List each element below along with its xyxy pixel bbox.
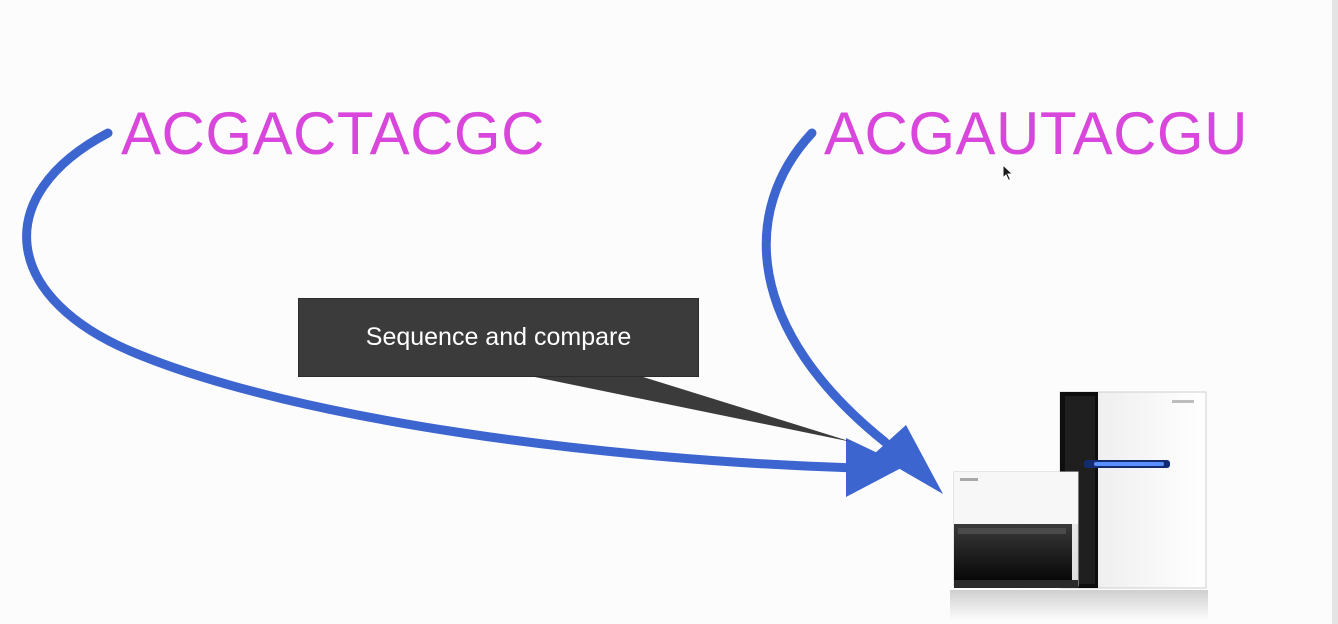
dna-sequence-text: ACGACTACGC: [121, 100, 545, 167]
window-edge: [1332, 0, 1338, 624]
left-arrow-head: [846, 438, 905, 497]
right-arrow-shaft: [761, 128, 890, 447]
left-arrow-shaft: [22, 128, 860, 473]
sequencer-machine-icon: [950, 391, 1208, 620]
right-arrow-head: [874, 425, 943, 494]
callout-label: Sequence and compare: [365, 323, 632, 351]
mouse-cursor-icon: [1002, 164, 1014, 182]
rna-sequence-text: ACGAUTACGU: [824, 100, 1248, 167]
sequence-and-compare-callout: Sequence and compare: [298, 298, 699, 377]
